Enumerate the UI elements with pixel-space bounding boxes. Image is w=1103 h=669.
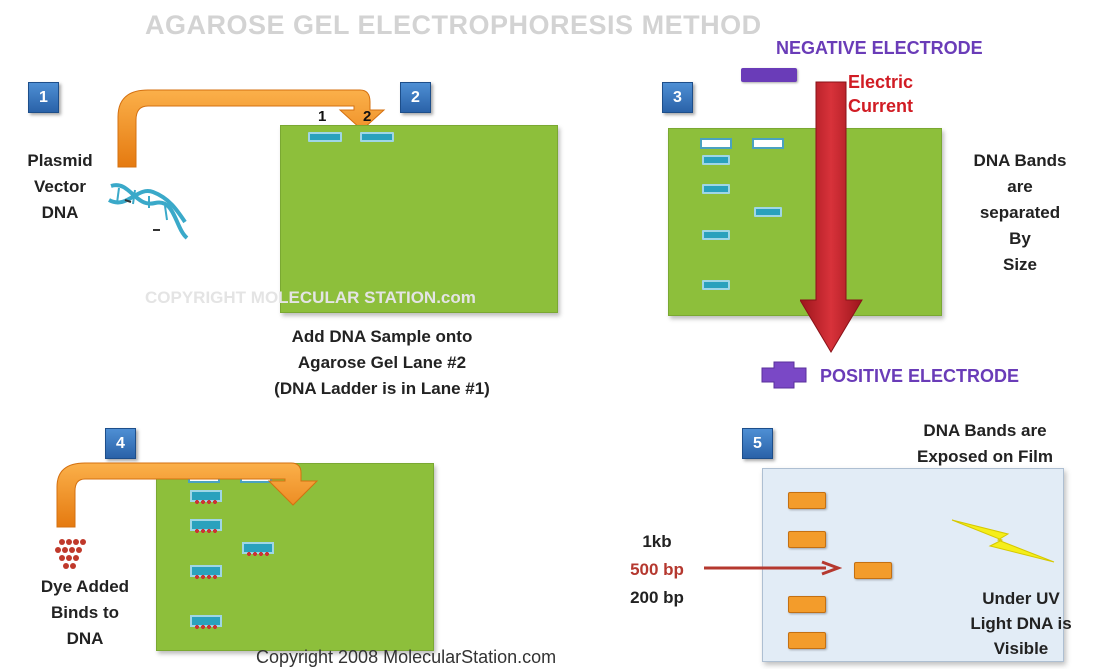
- lane-number-1: 1: [318, 108, 327, 125]
- diagram-title: AGAROSE GEL ELECTROPHORESIS METHOD: [145, 10, 762, 40]
- positive-electrode-label: POSITIVE ELECTRODE: [820, 366, 1020, 386]
- size-500bp: 500 bp: [630, 560, 684, 579]
- caption-line-1: Add DNA Sample onto: [291, 327, 473, 346]
- dye-label: Dye Added Binds to DNA: [18, 574, 152, 652]
- ladder-band: [788, 492, 826, 509]
- footer-copyright: Copyright 2008 MolecularStation.com: [256, 647, 557, 667]
- well-lane-1: [700, 138, 732, 149]
- dye-molecules-icon: [55, 539, 86, 569]
- current-line-1: Electric: [848, 72, 914, 92]
- step-3-badge: 3: [662, 82, 693, 113]
- ladder-band: [788, 596, 826, 613]
- marker-arrow-icon: [704, 560, 842, 576]
- step-1-badge: 1: [28, 82, 59, 113]
- step-4-badge: 4: [105, 428, 136, 459]
- uv-label-line-3: Visible: [993, 639, 1049, 658]
- film-header-line-1: DNA Bands are: [923, 421, 1047, 440]
- uv-lightning-icon: [951, 519, 1055, 563]
- separation-line-5: Size: [1002, 255, 1038, 274]
- dye-arrow-icon: [56, 462, 319, 528]
- size-200bp: 200 bp: [630, 588, 684, 607]
- negative-electrode-icon: [741, 68, 797, 82]
- gel-panel-2: [280, 125, 558, 313]
- size-marker-labels: 1kb 500 bp 200 bp: [612, 528, 702, 612]
- current-arrow-icon: [800, 81, 863, 353]
- dyed-sample-band: [242, 542, 274, 557]
- transfer-arrow-icon: [117, 89, 386, 168]
- separation-line-1: DNA Bands: [973, 151, 1067, 170]
- dyed-ladder-band: [190, 490, 222, 505]
- lane-number-2: 2: [363, 108, 372, 125]
- uv-label-line-2: Light DNA is: [970, 614, 1072, 633]
- ladder-band: [788, 531, 826, 548]
- dye-label-line-2: Binds to: [51, 603, 119, 622]
- ladder-band: [702, 184, 730, 194]
- ladder-band: [702, 280, 730, 290]
- plasmid-label: Plasmid Vector DNA: [8, 148, 112, 226]
- step-2-badge: 2: [400, 82, 431, 113]
- separation-label: DNA Bands are separated By Size: [958, 148, 1082, 278]
- step-5-badge: 5: [742, 428, 773, 459]
- plasmid-label-line-3: DNA: [41, 203, 79, 222]
- plasmid-label-line-1: Plasmid: [27, 151, 93, 170]
- caption-line-2: Agarose Gel Lane #2: [297, 353, 467, 372]
- separation-line-4: By: [1009, 229, 1031, 248]
- film-header: DNA Bands are Exposed on Film: [880, 418, 1090, 470]
- dye-label-line-3: DNA: [66, 629, 104, 648]
- size-1kb: 1kb: [642, 532, 672, 551]
- dyed-ladder-band: [190, 615, 222, 630]
- uv-label-line-1: Under UV: [982, 589, 1060, 608]
- sample-band: [854, 562, 892, 579]
- plasmid-label-line-2: Vector: [34, 177, 86, 196]
- well-lane-1: [308, 132, 342, 142]
- film-header-line-2: Exposed on Film: [916, 447, 1054, 466]
- dna-helix-icon: [108, 183, 189, 240]
- ladder-band: [788, 632, 826, 649]
- well-lane-2: [360, 132, 394, 142]
- ladder-band: [702, 155, 730, 165]
- dye-label-line-1: Dye Added: [40, 577, 130, 596]
- separation-line-3: separated: [979, 203, 1061, 222]
- electric-current-label: Electric Current: [848, 70, 913, 118]
- current-line-2: Current: [848, 96, 914, 116]
- separation-line-2: are: [1007, 177, 1033, 196]
- caption-line-3: (DNA Ladder is in Lane #1): [274, 379, 490, 398]
- negative-electrode-label: NEGATIVE ELECTRODE: [776, 38, 983, 58]
- well-lane-2: [752, 138, 784, 149]
- uv-label: Under UV Light DNA is Visible: [946, 586, 1096, 661]
- positive-electrode-icon: [761, 361, 807, 389]
- dyed-ladder-band: [190, 565, 222, 580]
- dyed-ladder-band: [190, 519, 222, 534]
- panel-2-caption: Add DNA Sample onto Agarose Gel Lane #2 …: [232, 324, 532, 402]
- ladder-band: [702, 230, 730, 240]
- copyright-watermark: COPYRIGHT MOLECULAR STATION.com: [145, 288, 476, 307]
- sample-band: [754, 207, 782, 217]
